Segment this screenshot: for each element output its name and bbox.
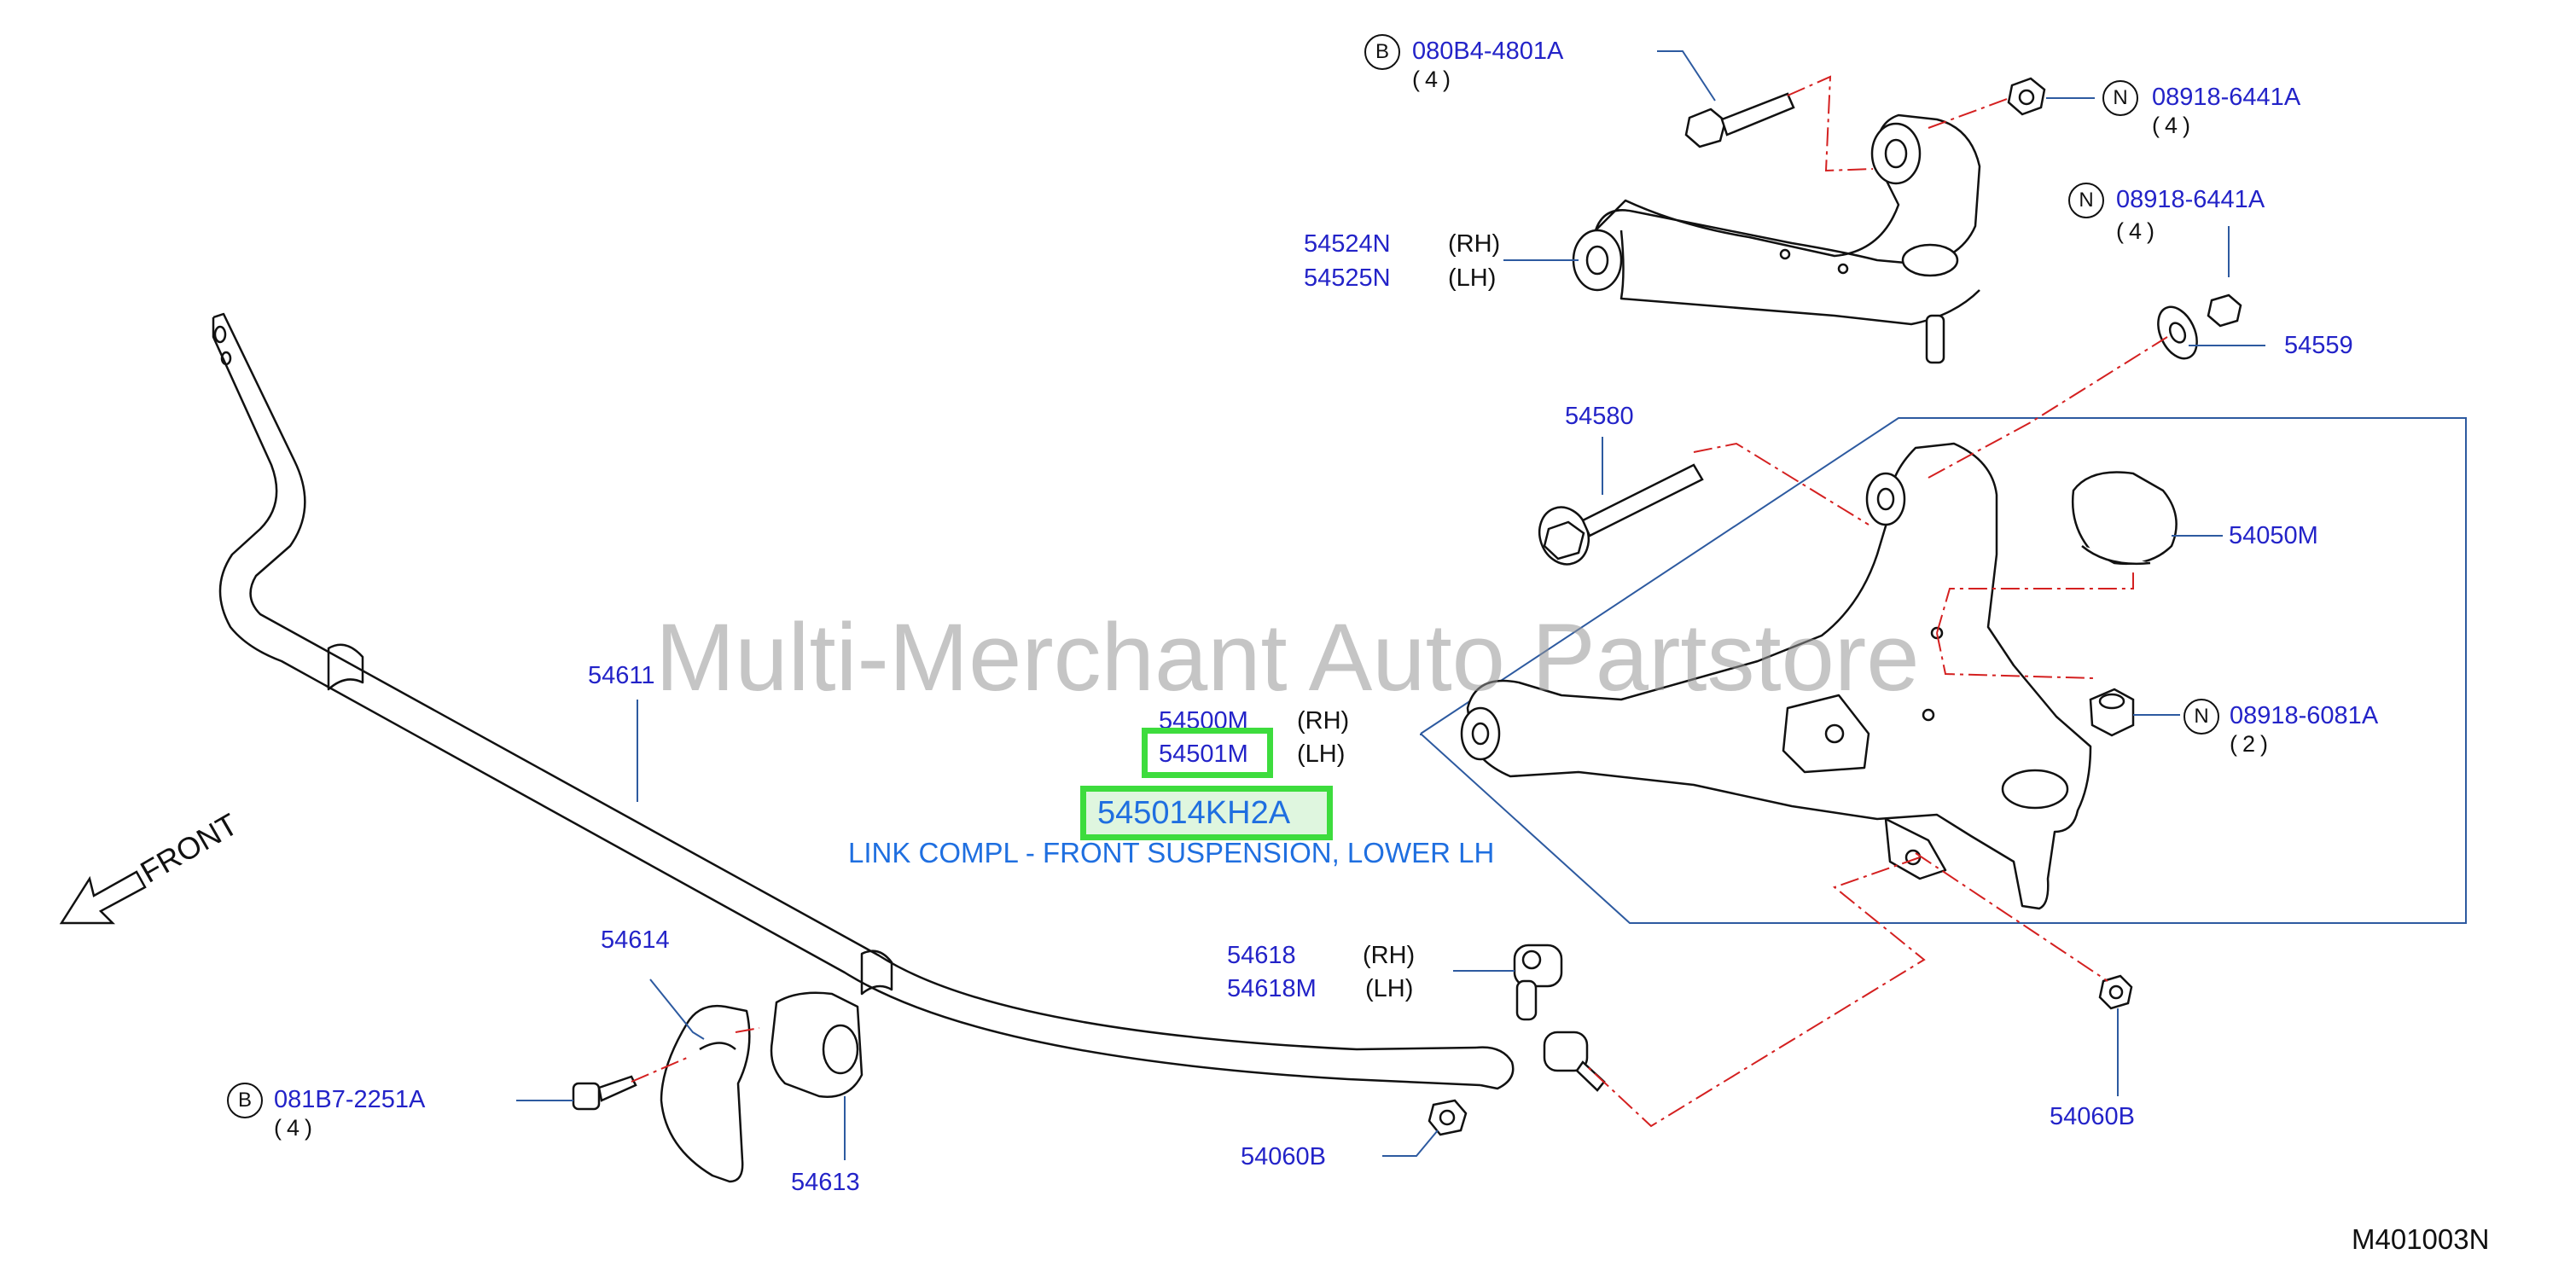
callout-prefix-n-lower: N (2183, 699, 2219, 735)
washer-drawing (2157, 293, 2242, 360)
part-label-54525n[interactable]: 54525N (1304, 264, 1391, 292)
part-label-54618m[interactable]: 54618M (1227, 975, 1317, 1002)
part-label-54524n[interactable]: 54524N (1304, 230, 1391, 258)
lower-arm-group-frame (1420, 417, 2467, 924)
stabilizer-link-drawing (1513, 944, 1606, 1092)
qty-08918-6441a-mid: (4) (2116, 218, 2160, 244)
link-nut-right-drawing (2098, 974, 2133, 1010)
qty-08918-6441a-upper: (4) (2152, 113, 2195, 138)
part-label-54501m[interactable]: 54501M (1159, 740, 1248, 768)
part-label-54611[interactable]: 54611 (588, 662, 655, 689)
bolt-upper-drawing (1684, 92, 1795, 148)
front-arrow-icon (59, 870, 147, 925)
side-54618m: (LH) (1365, 975, 1414, 1002)
callout-prefix-b-upper: B (1364, 34, 1400, 70)
stab-bushing-drawing (770, 991, 864, 1098)
part-label-54050m[interactable]: 54050M (2229, 522, 2318, 549)
qty-080b4-4801a: (4) (1412, 67, 1456, 92)
callout-prefix-n-upper: N (2102, 80, 2138, 116)
highlight-box-54501m (1142, 728, 1273, 778)
diagram-code: M401003N (2352, 1223, 2490, 1255)
link-nut-left-drawing (1428, 1099, 1468, 1136)
cam-bolt-drawing (1538, 463, 1704, 566)
side-54501m: (LH) (1297, 740, 1346, 768)
stabilizer-bar-drawing (212, 312, 1515, 1090)
stab-bracket-drawing (660, 1004, 751, 1183)
highlight-fill (1086, 792, 1327, 834)
watermark: Multi-Merchant Auto Partstore (655, 604, 1920, 711)
highlighted-part-description: LINK COMPL - FRONT SUSPENSION, LOWER LH (848, 837, 1495, 868)
leader-lines (516, 50, 2265, 1160)
side-54524n: (RH) (1448, 230, 1501, 258)
part-label-54614[interactable]: 54614 (601, 926, 670, 954)
qty-08918-6081a: (2) (2230, 731, 2273, 757)
part-label-54060b-right[interactable]: 54060B (2050, 1103, 2135, 1130)
side-54618: (RH) (1363, 942, 1416, 969)
part-label-54613[interactable]: 54613 (791, 1169, 860, 1196)
dashed-red-leaders (631, 75, 2168, 1128)
side-54500m: (RH) (1297, 707, 1350, 735)
nut-upper-drawing (2007, 77, 2046, 116)
part-label-54618[interactable]: 54618 (1227, 942, 1296, 969)
callout-prefix-b-lower: B (227, 1083, 263, 1118)
part-label-080b4-4801a[interactable]: 080B4-4801A (1412, 38, 1564, 65)
side-54525n: (LH) (1448, 264, 1497, 292)
part-label-54580[interactable]: 54580 (1565, 403, 1634, 430)
qty-081b7-2251a: (4) (274, 1115, 317, 1141)
part-label-54060b-left[interactable]: 54060B (1241, 1143, 1326, 1170)
part-label-081b7-2251a[interactable]: 081B7-2251A (274, 1086, 426, 1113)
part-label-08918-6441a-upper[interactable]: 08918-6441A (2152, 84, 2301, 111)
part-label-08918-6081a[interactable]: 08918-6081A (2230, 702, 2379, 729)
part-label-08918-6441a-mid[interactable]: 08918-6441A (2116, 186, 2265, 213)
callout-prefix-n-mid: N (2068, 183, 2104, 218)
bushing-cap-drawing (2072, 471, 2178, 566)
highlighted-part-number[interactable]: 545014KH2A (1097, 795, 1291, 831)
part-label-54559[interactable]: 54559 (2284, 332, 2353, 359)
nut-lower-drawing (2089, 688, 2135, 737)
upper-arm-drawing (1572, 113, 1981, 364)
highlight-box-part-number (1080, 786, 1333, 840)
bolt-lower-drawing (572, 1075, 637, 1111)
